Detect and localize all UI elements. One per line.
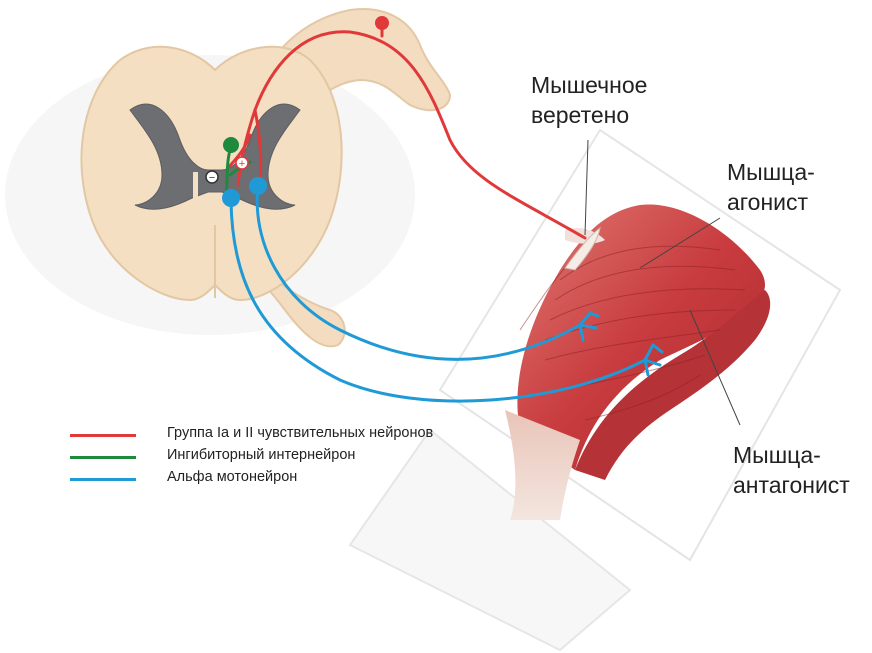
legend: Группа Ia и II чувствительных нейронов И…: [70, 425, 550, 491]
motor-cell-body-2: [222, 189, 240, 207]
legend-item-sensory: Группа Ia и II чувствительных нейронов: [70, 425, 550, 447]
antagonist-label-line2: антагонист: [733, 470, 850, 500]
plus-sign: +: [239, 158, 245, 170]
sensory-cell-body: [375, 16, 389, 30]
antagonist-label: Мышца- антагонист: [733, 440, 850, 500]
excitatory-marker: +: [236, 157, 248, 170]
legend-label-interneuron: Ингибиторный интернейрон: [167, 447, 355, 463]
legend-label-motor: Альфа мотонейрон: [167, 469, 297, 485]
legend-item-interneuron: Ингибиторный интернейрон: [70, 447, 550, 469]
motor-cell-body-1: [249, 177, 267, 195]
interneuron-cell-body: [223, 137, 239, 153]
inhibitory-marker: −: [206, 171, 218, 184]
legend-label-sensory: Группа Ia и II чувствительных нейронов: [167, 425, 433, 441]
legend-swatch-motor: [70, 478, 136, 481]
antagonist-label-line1: Мышца-: [733, 440, 850, 470]
agonist-label-line2: агонист: [727, 187, 815, 217]
agonist-label: Мышца- агонист: [727, 157, 815, 217]
legend-item-motor: Альфа мотонейрон: [70, 469, 550, 491]
minus-sign: −: [209, 172, 215, 184]
agonist-label-line1: Мышца-: [727, 157, 815, 187]
spindle-label-line2: веретено: [531, 100, 647, 130]
legend-swatch-sensory: [70, 434, 136, 437]
legend-swatch-interneuron: [70, 456, 136, 459]
spindle-label-line1: Мышечное: [531, 70, 647, 100]
spindle-label: Мышечное веретено: [531, 70, 647, 130]
